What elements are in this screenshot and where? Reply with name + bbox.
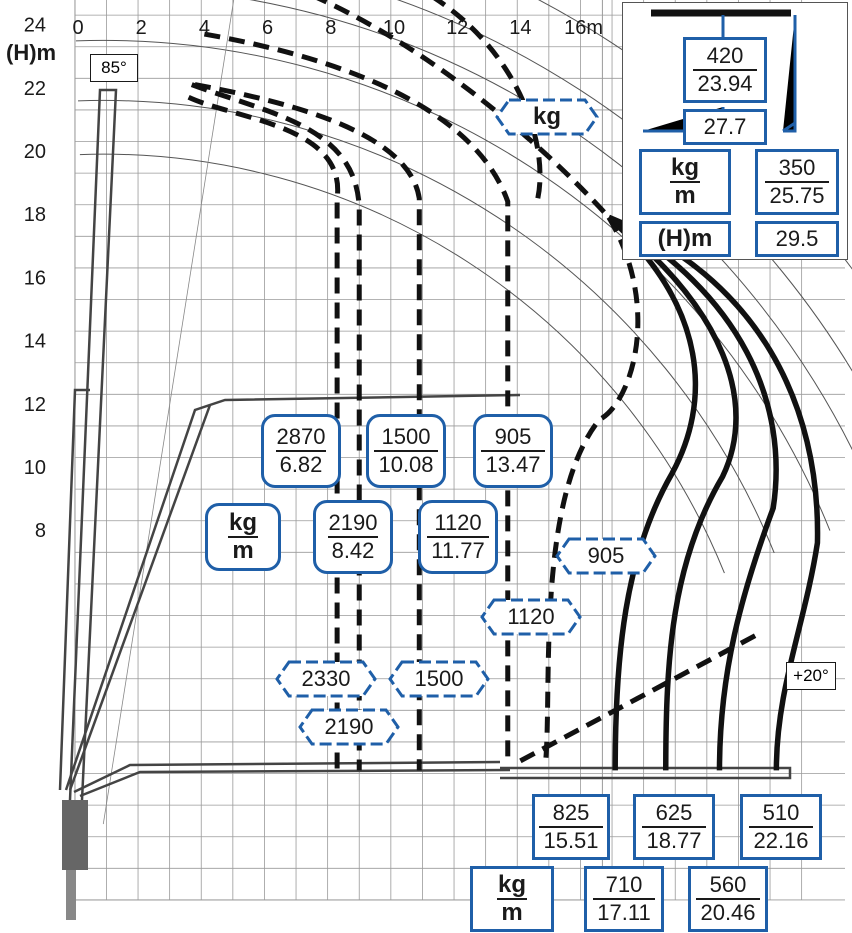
boom-segment <box>500 766 792 780</box>
legend-kg-m-bottom: kg m <box>470 866 554 932</box>
max-angle-label: 85° <box>90 54 138 82</box>
boom-segment <box>73 760 501 794</box>
load-point-2190: 2190 8.42 <box>313 500 393 574</box>
inset-height-27-7: 27.7 <box>683 109 767 145</box>
solid-load-curve <box>607 214 779 771</box>
y-tick-label: 20 <box>24 141 46 163</box>
x-tick-label: 2 <box>136 17 147 39</box>
inset-legend-hm: (H)m <box>639 221 731 257</box>
boom-segment <box>58 388 90 791</box>
load-point-560: 560 20.46 <box>688 866 768 932</box>
load-tag-905: 905 <box>555 537 657 575</box>
inset-load-350: 350 25.75 <box>755 149 839 215</box>
extension-inset: 420 23.94 27.7 kg m (H)m 350 25.75 29.5 <box>622 2 848 260</box>
y-tick-label: 18 <box>24 204 46 226</box>
legend-kg-tag: kg <box>495 98 599 136</box>
load-point-825: 825 15.51 <box>532 794 610 860</box>
load-point-510: 510 22.16 <box>740 794 822 860</box>
dashed-load-curve <box>203 31 511 761</box>
y-tick-label: 14 <box>24 331 46 353</box>
load-tag-2330: 2330 <box>275 660 377 698</box>
dashed-load-curve <box>194 82 422 771</box>
reach-arc <box>78 99 775 554</box>
y-tick-label: 12 <box>24 394 46 416</box>
load-curves <box>187 0 821 771</box>
load-point-710: 710 17.11 <box>584 866 664 932</box>
solid-load-curve <box>607 215 699 771</box>
x-axis-ticks: 0 2 4 6 8 10 12 14 16m <box>72 17 603 39</box>
x-tick-label: 4 <box>199 17 210 39</box>
dashed-load-curve <box>432 0 543 206</box>
inset-load-420: 420 23.94 <box>683 37 767 103</box>
dashed-load-curve <box>190 82 362 771</box>
reach-arc <box>79 153 725 574</box>
load-tag-1120: 1120 <box>480 598 582 636</box>
x-tick-label: 10 <box>383 17 405 39</box>
x-tick-label: 6 <box>262 17 273 39</box>
crane-base <box>66 870 76 920</box>
crane-boom-drawing <box>58 88 792 920</box>
min-angle-label: +20° <box>786 662 836 690</box>
angle-line-85 <box>102 0 235 825</box>
y-axis-label: (H)m <box>6 40 56 65</box>
boom-segment <box>79 768 511 798</box>
boom-segment <box>68 88 118 801</box>
inset-height-29-5: 29.5 <box>755 221 839 257</box>
inset-legend-kg-m: kg m <box>639 149 731 215</box>
y-tick-label: 16 <box>24 267 46 289</box>
y-tick-label: 24 <box>24 15 46 37</box>
y-tick-label: 8 <box>35 520 46 542</box>
y-tick-label: 22 <box>24 78 46 100</box>
crane-column <box>62 800 88 870</box>
solid-load-curve <box>607 214 821 771</box>
reach-arc <box>75 39 831 531</box>
dashed-load-curve <box>519 632 759 764</box>
load-point-2870: 2870 6.82 <box>261 414 341 488</box>
dashed-load-curve <box>316 0 611 220</box>
boom-segment <box>68 404 212 791</box>
x-tick-label: 14 <box>509 17 531 39</box>
load-point-905: 905 13.47 <box>473 414 553 488</box>
reach-arc <box>396 0 852 372</box>
load-tag-1500: 1500 <box>388 660 490 698</box>
load-tag-2190: 2190 <box>298 708 400 746</box>
load-point-625: 625 18.77 <box>633 794 715 860</box>
load-point-1500: 1500 10.08 <box>366 414 446 488</box>
solid-load-curve <box>607 215 739 771</box>
x-tick-label: 8 <box>325 17 336 39</box>
dashed-load-curve <box>187 95 341 771</box>
load-point-1120: 1120 11.77 <box>418 500 498 574</box>
y-axis-ticks: 2624222018161412108 <box>24 15 46 543</box>
x-tick-label: 12 <box>446 17 468 39</box>
reach-arc <box>537 0 852 270</box>
x-tick-label: 16m <box>564 17 603 39</box>
dashed-load-curve <box>543 216 641 762</box>
y-tick-label: 10 <box>24 457 46 479</box>
x-tick-label: 0 <box>72 17 83 39</box>
legend-kg-m: kg m <box>205 503 281 571</box>
